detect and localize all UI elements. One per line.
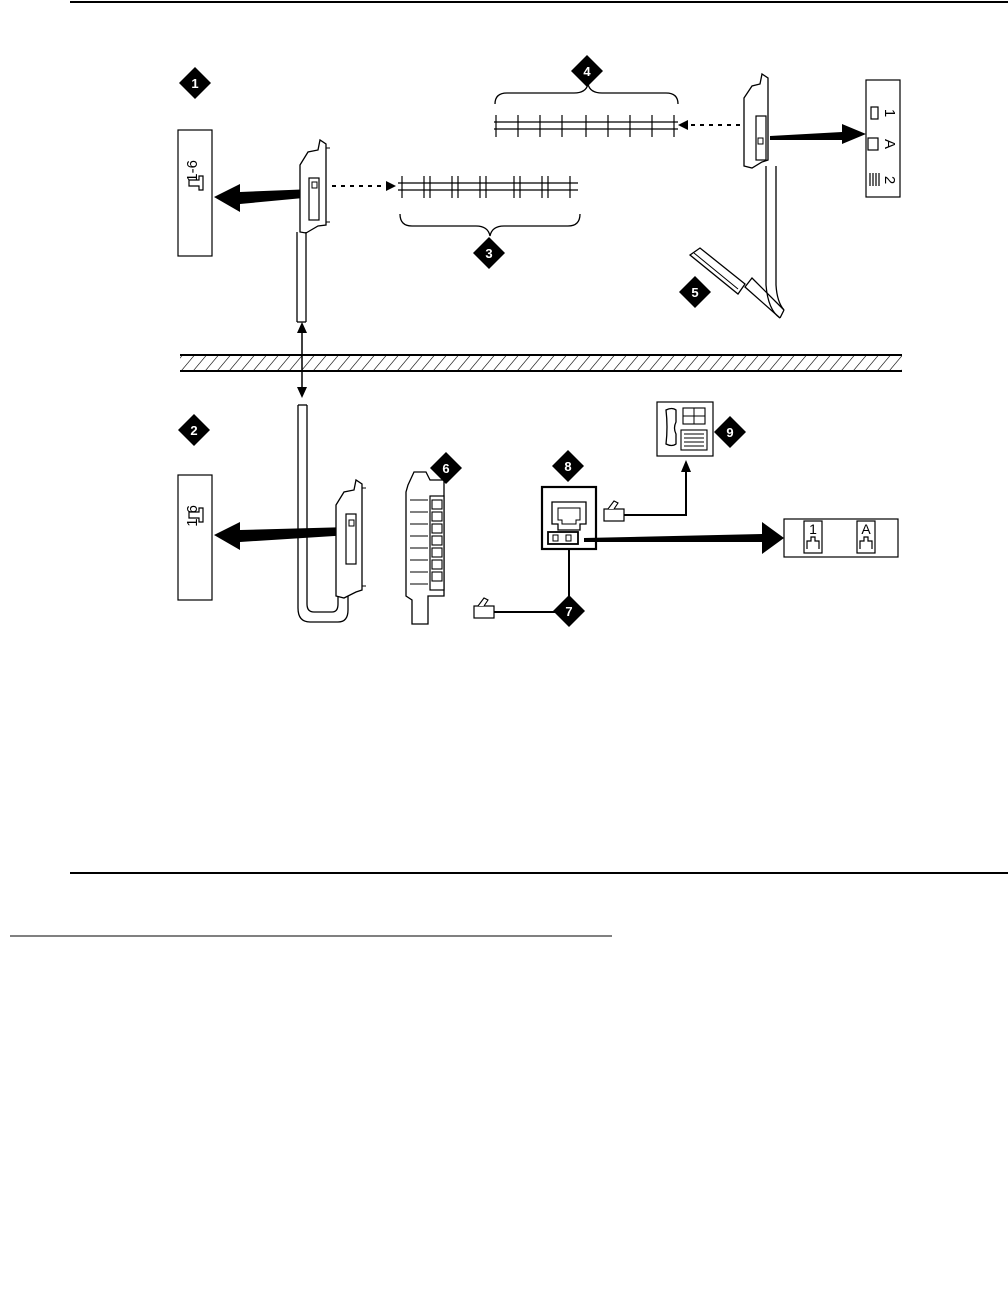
- arrow-to-jack-panel: [584, 522, 784, 554]
- jack-panel-label-a: A: [861, 521, 871, 537]
- dashed-arrowhead-4: [678, 120, 688, 130]
- callout-2: 2: [178, 414, 210, 446]
- svg-text:6: 6: [442, 461, 449, 476]
- jack-panel: 1 A: [784, 519, 898, 557]
- callout-4: 4: [571, 55, 603, 87]
- callout-7: 7: [553, 595, 585, 627]
- arrow-to-top-right-panel: [770, 124, 866, 144]
- svg-text:2: 2: [190, 423, 197, 438]
- modular-plug-left: [474, 598, 494, 618]
- svg-text:1: 1: [191, 76, 198, 91]
- telephone-set-9: [657, 402, 713, 456]
- bottom-left-port-panel: 1-6: [178, 475, 212, 600]
- callout-6: 6: [430, 452, 462, 484]
- top-right-port-panel: 1 A 2: [866, 80, 900, 197]
- floor-divider: [180, 355, 902, 371]
- callout-9: 9: [714, 416, 746, 448]
- right-panel-label-a: A: [881, 139, 898, 149]
- top-left-amphenol-connector: [300, 140, 330, 233]
- top-left-port-panel: 1-6: [178, 130, 212, 256]
- connecting-block-strip-3: [398, 176, 578, 198]
- top-right-amphenol-connector: [744, 74, 768, 168]
- svg-text:8: 8: [564, 459, 571, 474]
- jack-panel-label-1: 1: [809, 521, 817, 537]
- svg-text:4: 4: [583, 64, 591, 79]
- right-panel-label-2: 2: [881, 176, 898, 184]
- callout-3: 3: [473, 237, 505, 269]
- top-left-cable: [297, 232, 306, 322]
- callout-5: 5: [679, 276, 711, 308]
- connecting-block-strip-4: [494, 115, 678, 137]
- brace-4: [495, 84, 678, 104]
- svg-text:9: 9: [726, 425, 733, 440]
- callout-8: 8: [552, 450, 584, 482]
- callout-1: 1: [179, 67, 211, 99]
- arrow-to-top-left-panel: [214, 184, 314, 212]
- wire-to-telephone: [624, 472, 686, 515]
- right-panel-label-1: 1: [881, 109, 898, 117]
- modular-plug-phone: [604, 501, 624, 521]
- bottom-amphenol-connector: [336, 480, 366, 598]
- arrowhead-telephone: [681, 460, 691, 472]
- svg-text:7: 7: [565, 604, 572, 619]
- svg-text:5: 5: [691, 285, 698, 300]
- dashed-arrowhead-3: [386, 181, 396, 191]
- terminal-block-6: [406, 472, 444, 624]
- top-right-cable: [745, 166, 784, 318]
- arrow-to-bottom-left-panel: [214, 522, 350, 550]
- brace-3: [400, 214, 580, 236]
- svg-text:3: 3: [485, 246, 492, 261]
